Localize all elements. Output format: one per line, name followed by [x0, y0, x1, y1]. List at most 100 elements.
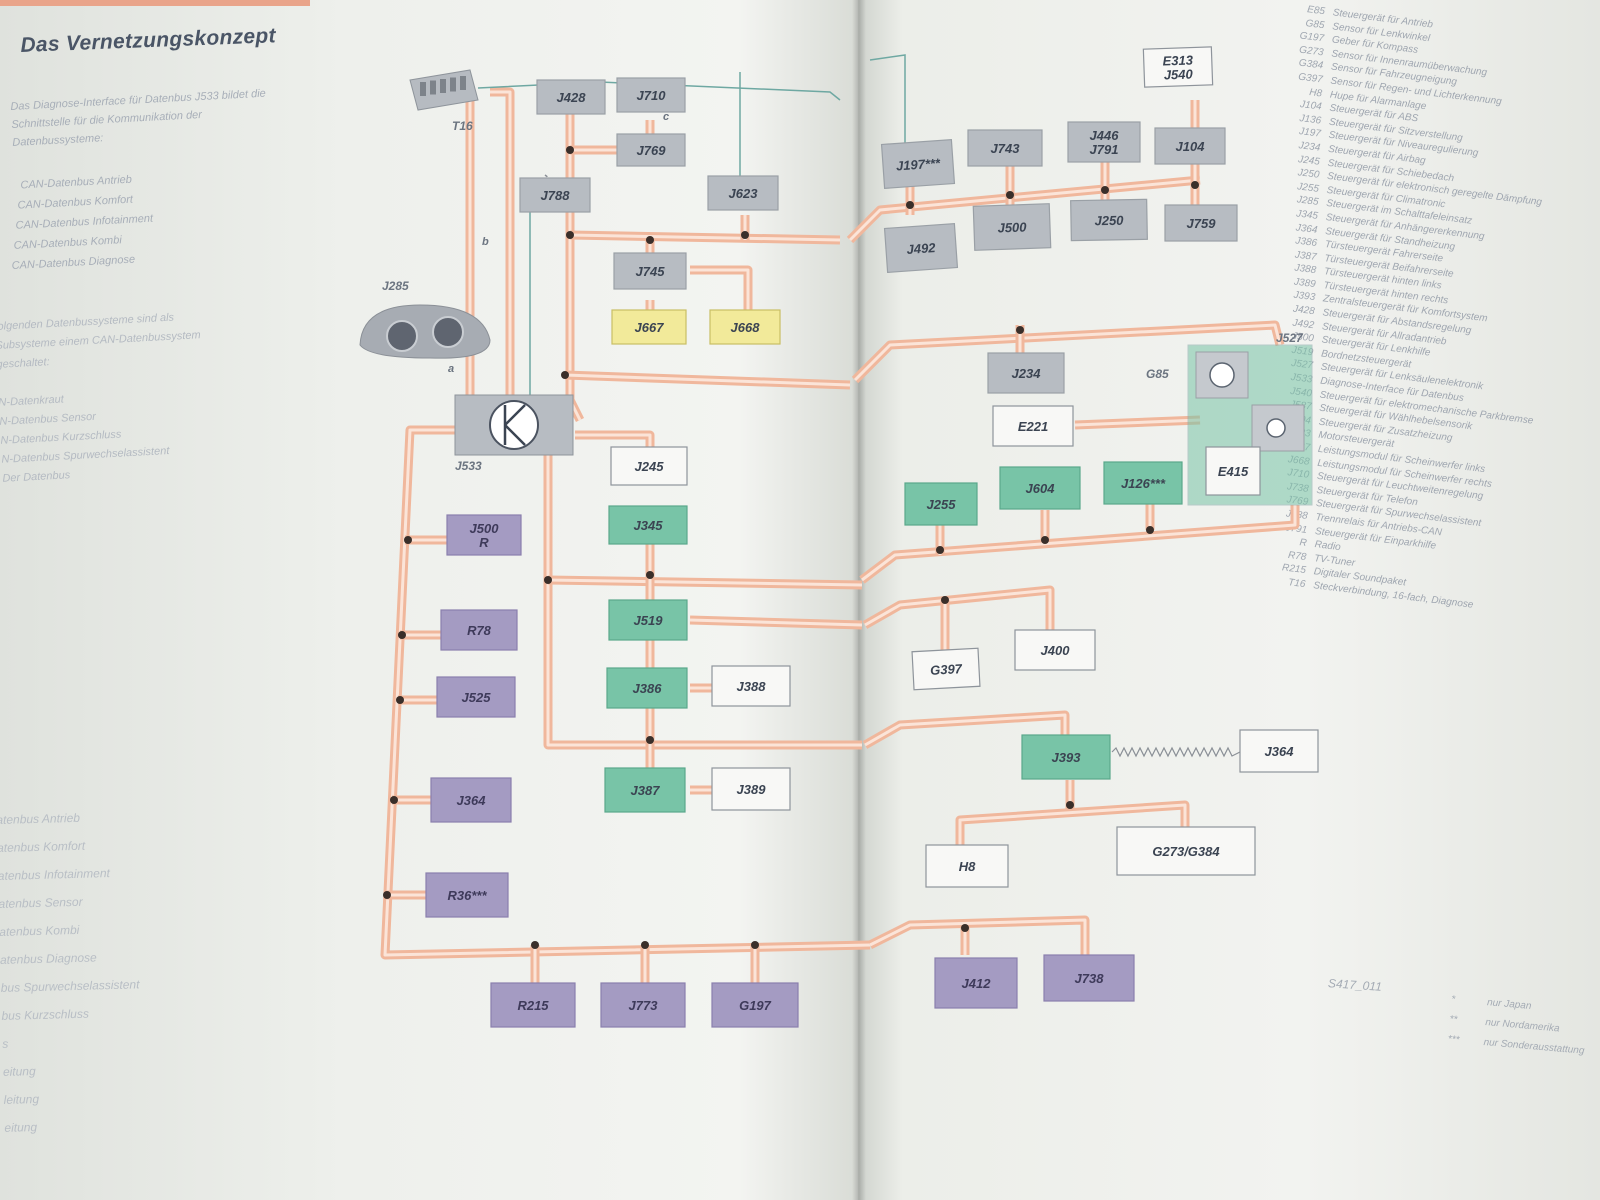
control-unit-g197: G197 — [711, 982, 799, 1028]
t16-label: T16 — [452, 119, 473, 133]
control-unit-label: J788 — [541, 188, 571, 203]
bus-junction-dot — [751, 941, 759, 949]
control-unit-j250: J250 — [1070, 198, 1148, 242]
bus-junction-dot — [646, 571, 654, 579]
bus-junction-dot — [566, 231, 574, 239]
control-unit-box — [608, 599, 688, 641]
control-unit-label: J428 — [557, 90, 587, 105]
control-unit-label: E313 — [1162, 52, 1194, 68]
bus-junction-dot — [1006, 191, 1014, 199]
control-unit-box — [1205, 446, 1261, 496]
control-unit-box — [604, 767, 686, 813]
annotation-c: c — [663, 111, 669, 123]
j527-label: J527 — [1276, 331, 1304, 345]
control-unit-box — [1070, 198, 1148, 242]
control-unit-label: E415 — [1218, 464, 1249, 479]
control-unit-box — [600, 982, 686, 1028]
control-unit-g397: G397 — [911, 647, 981, 691]
control-unit-label: G397 — [930, 661, 963, 678]
control-unit-box — [709, 309, 781, 345]
control-unit-label: J364 — [1265, 744, 1295, 759]
control-unit-box — [1154, 127, 1226, 165]
control-unit-box — [972, 203, 1052, 251]
control-unit-r78: R78 — [440, 609, 518, 651]
control-unit-box — [1067, 121, 1141, 163]
control-unit-j519: J519 — [608, 599, 688, 641]
control-unit-label: J710 — [637, 88, 667, 103]
control-unit-box — [711, 767, 791, 811]
control-unit-label: J345 — [634, 518, 664, 533]
control-unit-box — [1116, 826, 1256, 876]
bus-junction-dot — [641, 941, 649, 949]
control-unit-label: J525 — [462, 690, 492, 705]
control-unit-j745: J745 — [613, 252, 687, 290]
control-unit-box — [999, 466, 1081, 510]
control-unit-label: J769 — [637, 143, 667, 158]
control-unit-h8: H8 — [925, 844, 1009, 888]
bus-junction-dot — [1016, 326, 1024, 334]
control-unit-box — [430, 777, 512, 823]
control-unit-j604: J604 — [999, 466, 1081, 510]
bus-line-core — [864, 588, 1052, 630]
control-unit-box — [707, 175, 779, 211]
control-unit-box — [1021, 734, 1111, 780]
t16-connector-pin — [450, 77, 456, 92]
control-unit-j345: J345 — [608, 505, 688, 545]
control-unit-box — [925, 844, 1009, 888]
bus-line-core — [1074, 418, 1201, 427]
bus-junction-dot — [544, 576, 552, 584]
control-unit-label: J743 — [991, 141, 1021, 156]
control-unit-j492: J492 — [883, 222, 959, 274]
control-unit-j788: J788 — [519, 177, 591, 213]
bus-line-core — [383, 428, 871, 957]
t16-connector-pin — [420, 82, 426, 96]
bus-junction-dot — [383, 891, 391, 899]
bus-junction-dot — [741, 231, 749, 239]
wireless-link — [1111, 746, 1241, 758]
control-unit-j400: J400 — [1014, 629, 1096, 671]
control-unit-label: J623 — [729, 186, 759, 201]
control-unit-label: J126*** — [1121, 476, 1166, 491]
control-unit-box — [490, 982, 576, 1028]
control-unit-box — [519, 177, 591, 213]
bus-line — [490, 87, 515, 420]
control-unit-r215: R215 — [490, 982, 576, 1028]
control-unit-label: J540 — [1164, 66, 1194, 82]
control-unit-label: J255 — [927, 497, 957, 512]
control-unit-box — [536, 79, 606, 115]
control-unit-box — [611, 309, 687, 345]
control-unit-label: J197*** — [896, 155, 942, 173]
control-unit-label: J389 — [737, 782, 767, 797]
bus-junction-dot — [396, 696, 404, 704]
bus-junction-dot — [1146, 526, 1154, 534]
control-unit-label: J250 — [1094, 213, 1124, 229]
bus-junction-dot — [531, 941, 539, 949]
control-unit-label: J400 — [1041, 643, 1071, 658]
control-unit-label: G197 — [739, 998, 772, 1013]
control-unit-j387: J387 — [604, 767, 686, 813]
bus-junction-dot — [1191, 181, 1199, 189]
control-unit-box — [711, 665, 791, 707]
bus-line-core — [864, 713, 1067, 747]
control-unit-box — [967, 129, 1043, 167]
control-unit-j197: J197*** — [880, 138, 956, 190]
bus-line-core — [547, 578, 863, 587]
control-unit-label: H8 — [959, 859, 976, 874]
t16-connector-pin — [460, 76, 466, 90]
instrument-gauge-left — [386, 320, 418, 352]
bus-junction-dot — [1066, 801, 1074, 809]
control-unit-label: R215 — [517, 998, 549, 1013]
gateway-dial — [489, 400, 539, 450]
control-unit-box — [436, 676, 516, 718]
control-unit-j668: J668 — [709, 309, 781, 345]
top-color-strip — [0, 0, 310, 6]
control-unit-j738: J738 — [1043, 954, 1135, 1002]
control-unit-label: J245 — [635, 459, 665, 474]
control-unit-box — [880, 138, 956, 190]
control-unit-label: J500 — [470, 521, 500, 536]
